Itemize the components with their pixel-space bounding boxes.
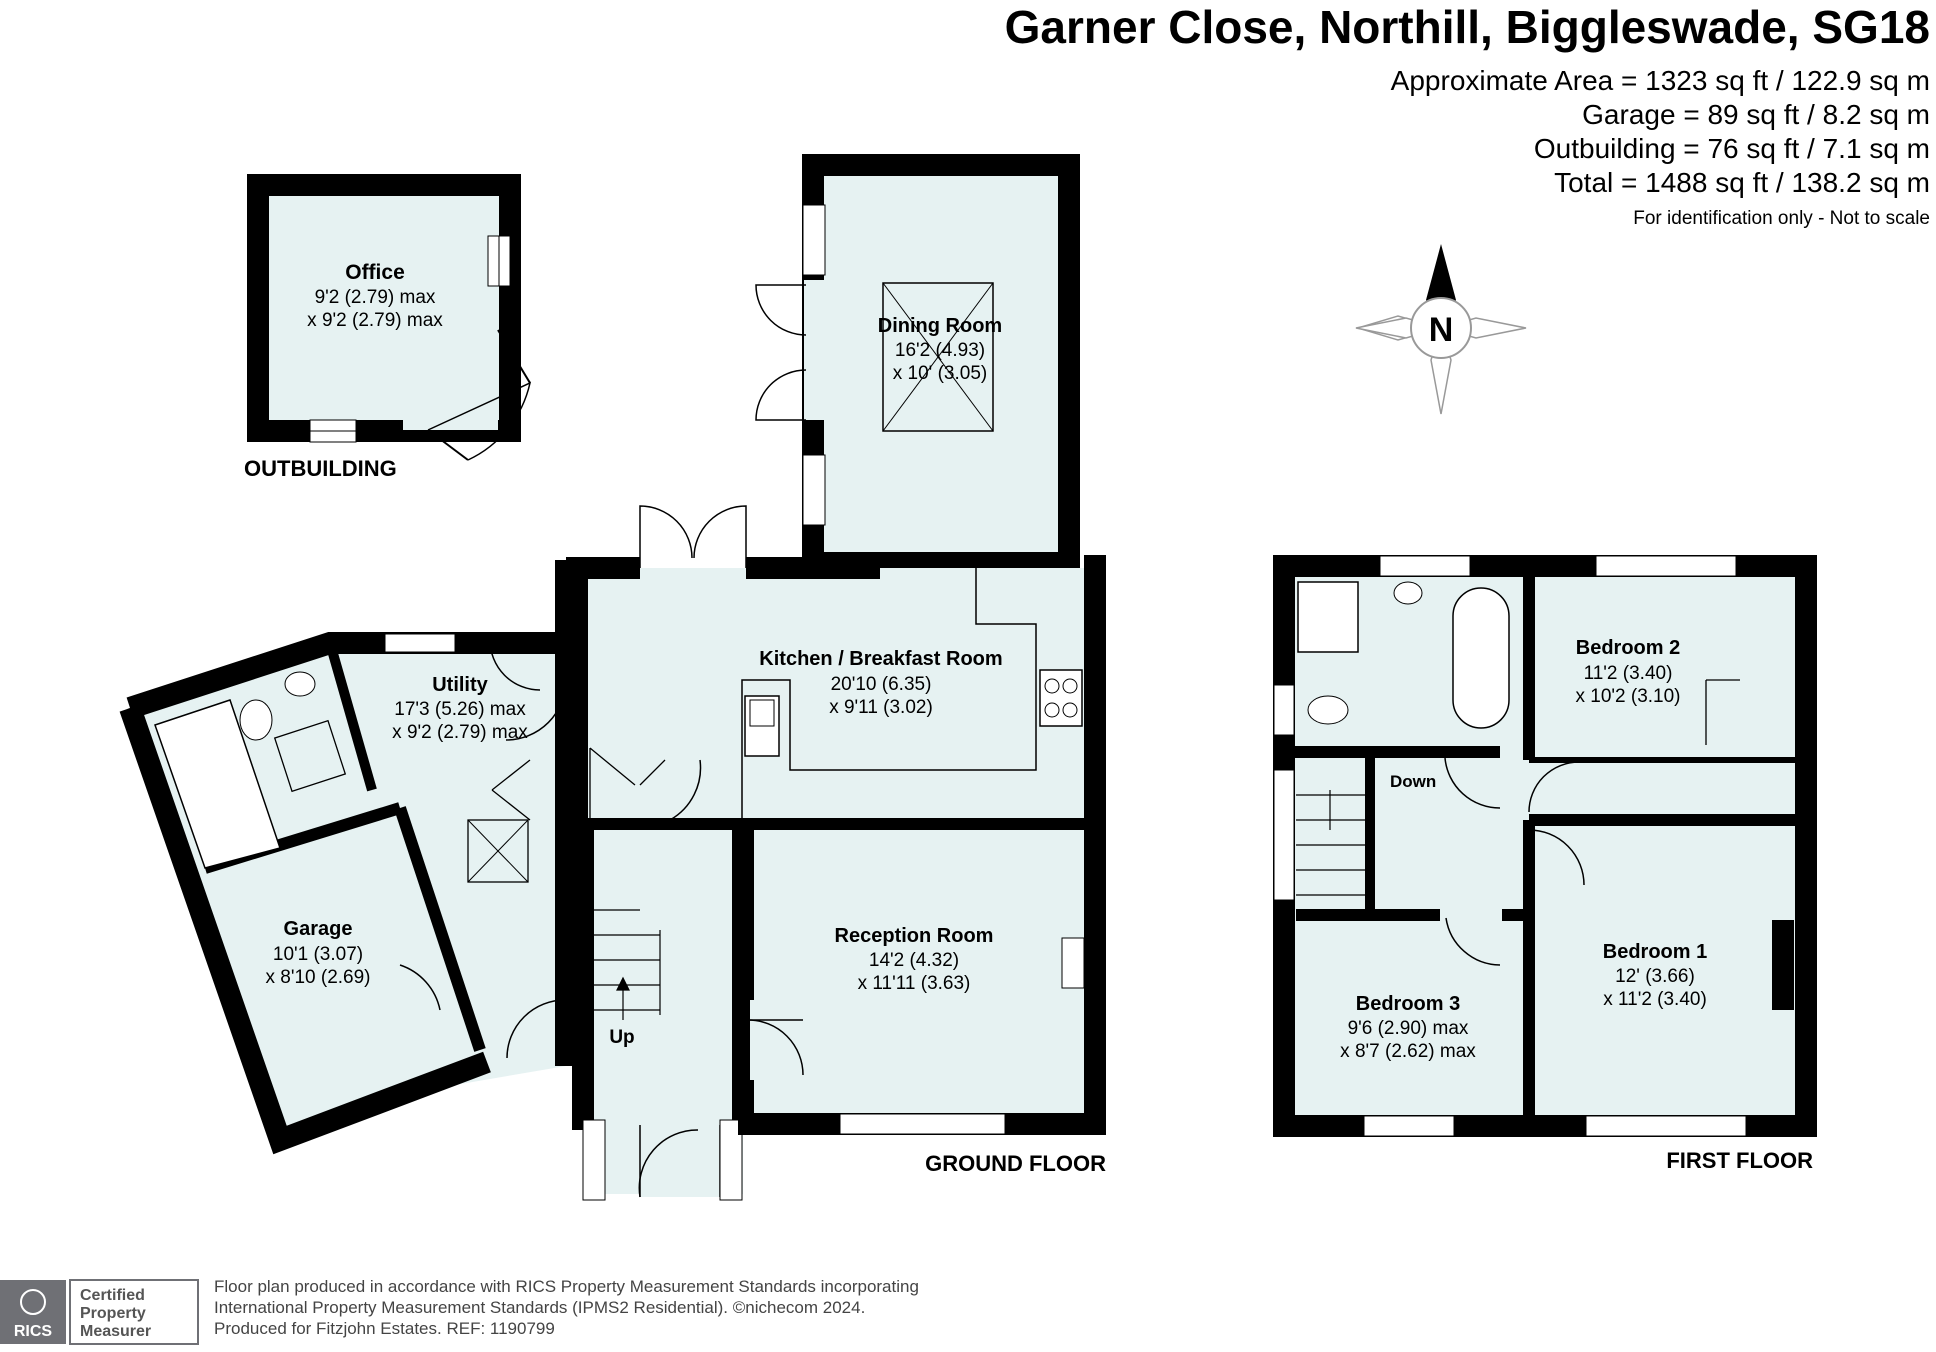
dining-name: Dining Room <box>878 315 1002 337</box>
footer-disclaimer: Floor plan produced in accordance with R… <box>214 1276 919 1339</box>
outbuilding: Office 9'2 (2.79) max x 9'2 (2.79) max O… <box>244 174 532 481</box>
property-title: Garner Close, Northill, Biggleswade, SG1… <box>1004 1 1930 53</box>
bedroom3-name: Bedroom 3 <box>1356 993 1460 1015</box>
bedroom2-dim1: 11'2 (3.40) <box>1584 663 1673 684</box>
footer-line-1: Floor plan produced in accordance with R… <box>214 1277 919 1296</box>
garage-dim1: 10'1 (3.07) <box>273 944 363 965</box>
footer-line-2: International Property Measurement Stand… <box>214 1298 866 1317</box>
total-area: Total = 1488 sq ft / 138.2 sq m <box>1554 167 1930 198</box>
stairs-up-label: Up <box>609 1027 634 1048</box>
kitchen-dim1: 20'10 (6.35) <box>831 674 932 695</box>
stairs-down-label: Down <box>1390 772 1436 791</box>
utility-dim2: x 9'2 (2.79) max <box>392 722 528 743</box>
badge-line-1: Certified <box>80 1287 145 1304</box>
footer-line-3: Produced for Fitzjohn Estates. REF: 1190… <box>214 1319 555 1338</box>
outbuilding-label: OUTBUILDING <box>244 456 397 481</box>
utility-name: Utility <box>432 674 488 696</box>
rics-logo-text: RICS <box>14 1323 53 1340</box>
outbuilding-area: Outbuilding = 76 sq ft / 7.1 sq m <box>1533 133 1930 164</box>
approximate-area: Approximate Area = 1323 sq ft / 122.9 sq… <box>1390 65 1930 96</box>
kitchen-dim2: x 9'11 (3.02) <box>829 697 933 718</box>
scale-note: For identification only - Not to scale <box>1633 208 1930 229</box>
bedroom2-name: Bedroom 2 <box>1576 637 1680 659</box>
garage-dim2: x 8'10 (2.69) <box>265 967 370 988</box>
office-name: Office <box>345 261 405 284</box>
reception-name: Reception Room <box>835 925 994 947</box>
bedroom2-dim2: x 10'2 (3.10) <box>1575 686 1680 707</box>
ground-floor: Up <box>119 154 1106 1201</box>
dining-dim1: 16'2 (4.93) <box>895 340 985 361</box>
garage-area: Garage = 89 sq ft / 8.2 sq m <box>1582 99 1930 130</box>
kitchen-name: Kitchen / Breakfast Room <box>759 648 1002 670</box>
bedroom3-dim1: 9'6 (2.90) max <box>1348 1018 1469 1039</box>
bedroom1-name: Bedroom 1 <box>1603 941 1707 963</box>
bedroom1-dim2: x 11'2 (3.40) <box>1603 989 1707 1010</box>
first-floor-label: FIRST FLOOR <box>1666 1148 1813 1173</box>
ground-floor-label: GROUND FLOOR <box>925 1151 1106 1176</box>
compass-icon: N <box>1355 244 1527 415</box>
utility-dim1: 17'3 (5.26) max <box>394 699 526 720</box>
bedroom1-dim1: 12' (3.66) <box>1615 966 1695 987</box>
office-dim2: x 9'2 (2.79) max <box>307 310 443 331</box>
dining-dim2: x 10' (3.05) <box>893 363 987 384</box>
bedroom3-dim2: x 8'7 (2.62) max <box>1340 1041 1476 1062</box>
reception-dim2: x 11'11 (3.63) <box>858 973 971 994</box>
badge-line-2: Property <box>80 1305 146 1322</box>
badge-line-3: Measurer <box>80 1323 151 1340</box>
office-dim1: 9'2 (2.79) max <box>315 287 436 308</box>
reception-dim1: 14'2 (4.32) <box>869 950 959 971</box>
rics-certified-logo: RICS Certified Property Measurer <box>0 1279 199 1345</box>
compass-n-label: N <box>1429 311 1454 349</box>
garage-name: Garage <box>284 918 353 940</box>
first-floor: Down Bedroom 2 11'2 (3.40) x 10'2 (3.10)… <box>1273 555 1817 1173</box>
